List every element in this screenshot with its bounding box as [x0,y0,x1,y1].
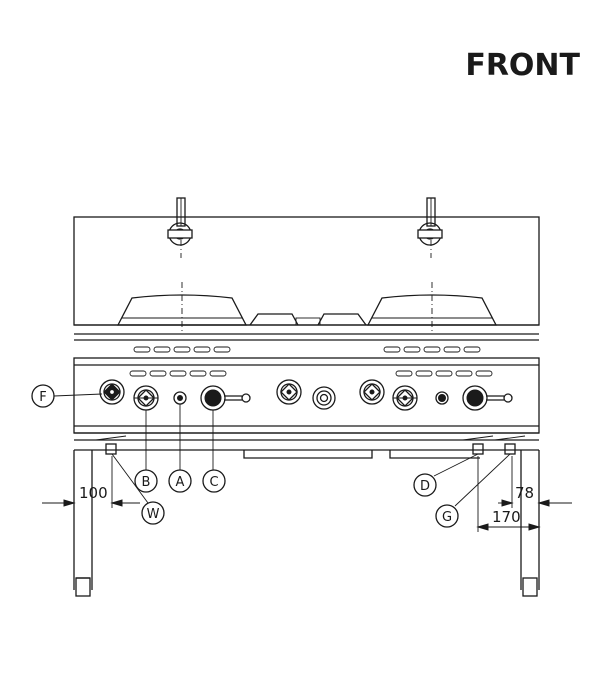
callout-w: W [141,501,165,525]
callout-a-label: A [176,475,185,490]
dimension-right-value: 78 [515,484,534,502]
callout-d: D [413,473,437,497]
right-leg [520,450,540,597]
pan-knob-b [133,385,159,411]
upper-vent-slots [133,346,481,353]
faucet-left [167,197,193,258]
callout-f: F [31,384,55,408]
callout-c-label: C [209,475,218,490]
centre-drain-fitting [312,386,336,410]
centre-knob-left [276,379,302,405]
centre-knob-right [359,379,385,405]
dimension-span: 170 [476,456,541,532]
under-panel [74,449,539,459]
wok-right [366,282,498,334]
counter-top [74,324,539,341]
callout-b: B [134,469,158,493]
dimension-left: 100 [42,456,140,508]
dimension-left-value: 100 [79,484,108,502]
callout-g-label: G [442,510,452,525]
callout-g: G [435,504,459,528]
pan-knob-right [392,385,418,411]
leader-lines [53,393,511,507]
pilot-button-right [435,391,449,405]
wok-left [116,282,248,334]
view-title: FRONT [465,48,580,83]
dimension-right: 78 [498,456,572,532]
burner-control-c [200,385,251,411]
connection-fittings [95,435,526,455]
centre-pans [249,313,367,326]
dimension-span-value: 170 [492,508,521,526]
splashback [73,216,540,326]
callout-d-label: D [420,479,430,494]
burner-control-right [462,385,513,411]
pan-knob-f [99,379,125,405]
callout-w-label: W [147,507,160,522]
pilot-button-a [173,391,187,405]
callout-a: A [168,469,192,493]
faucet-right [417,197,443,258]
callout-c: C [202,469,226,493]
callout-f-label: F [39,390,46,405]
callout-b-label: B [142,475,151,490]
left-leg [73,450,93,597]
